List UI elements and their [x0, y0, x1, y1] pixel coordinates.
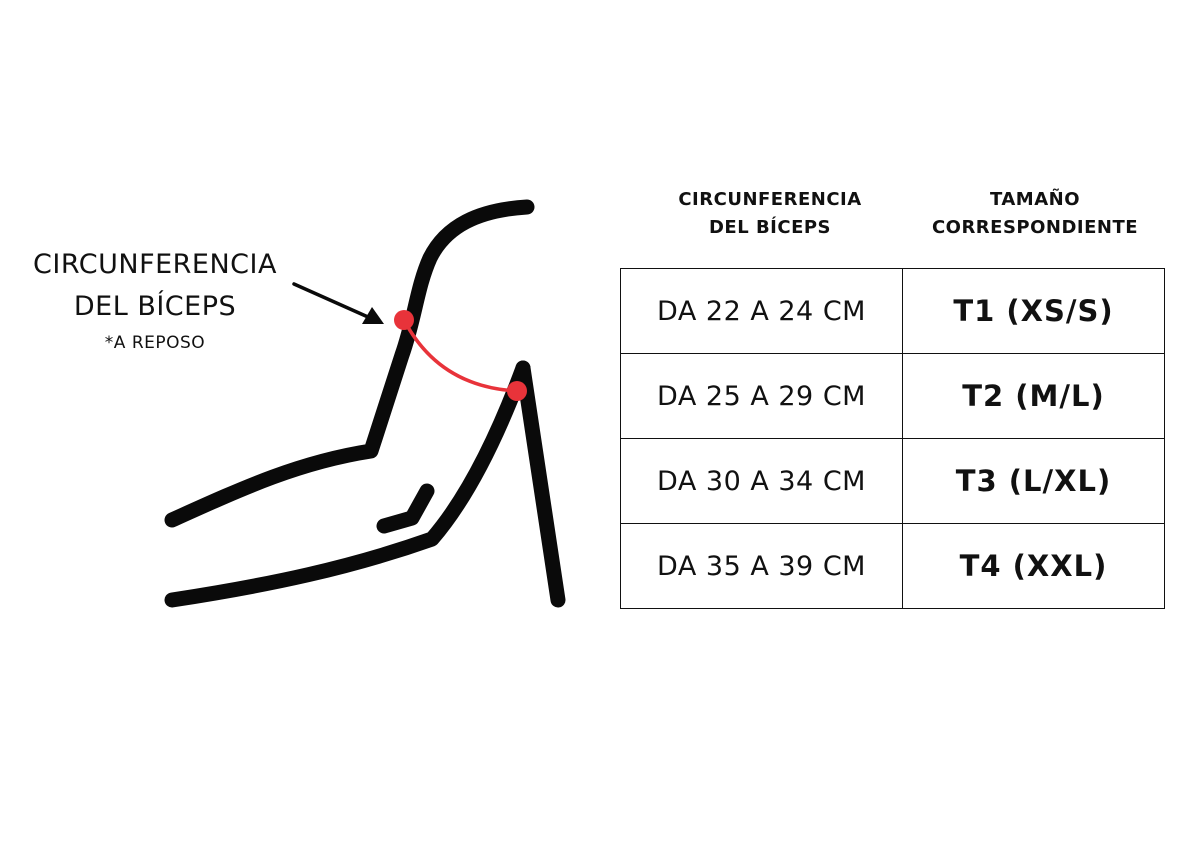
forearm-back-outline [515, 360, 566, 608]
header-size-line2: CORRESPONDIENTE [931, 217, 1139, 238]
elbow-crease [376, 483, 435, 534]
measurement-curve [402, 318, 519, 393]
size-cell: T2 (M/L) [902, 353, 1165, 439]
range-cell: DA 30 A 34 CM [620, 438, 903, 524]
size-table: DA 22 A 24 CM T1 (XS/S) DA 25 A 29 CM T2… [620, 268, 1165, 609]
size-cell: T3 (L/XL) [902, 438, 1165, 524]
table-row: DA 30 A 34 CM T3 (L/XL) [620, 438, 1165, 524]
forearm-outline [164, 360, 531, 608]
range-cell: DA 22 A 24 CM [620, 268, 903, 354]
bicep-label-line1: CIRCUNFERENCIA [33, 249, 277, 280]
range-cell: DA 25 A 29 CM [620, 353, 903, 439]
range-cell: DA 35 A 39 CM [620, 523, 903, 609]
header-size: TAMAÑO CORRESPONDIENTE [900, 186, 1170, 242]
header-size-line1: TAMAÑO [989, 189, 1081, 210]
table-row: DA 25 A 29 CM T2 (M/L) [620, 353, 1165, 439]
table-row: DA 22 A 24 CM T1 (XS/S) [620, 268, 1165, 354]
size-cell: T1 (XS/S) [902, 268, 1165, 354]
header-circumference-line1: CIRCUNFERENCIA [678, 189, 862, 210]
bicep-label: CIRCUNFERENCIA DEL BÍCEPS [10, 244, 300, 328]
header-circumference-line2: DEL BÍCEPS [708, 217, 832, 238]
measurement-point-start [394, 310, 414, 330]
table-row: DA 35 A 39 CM T4 (XXL) [620, 523, 1165, 609]
measurement-point-end [507, 381, 527, 401]
bicep-label-line2: DEL BÍCEPS [73, 291, 237, 322]
size-cell: T4 (XXL) [902, 523, 1165, 609]
pointer-arrow [292, 282, 384, 324]
rest-note: *A REPOSO [104, 333, 206, 353]
header-circumference: CIRCUNFERENCIA DEL BÍCEPS [640, 186, 900, 242]
